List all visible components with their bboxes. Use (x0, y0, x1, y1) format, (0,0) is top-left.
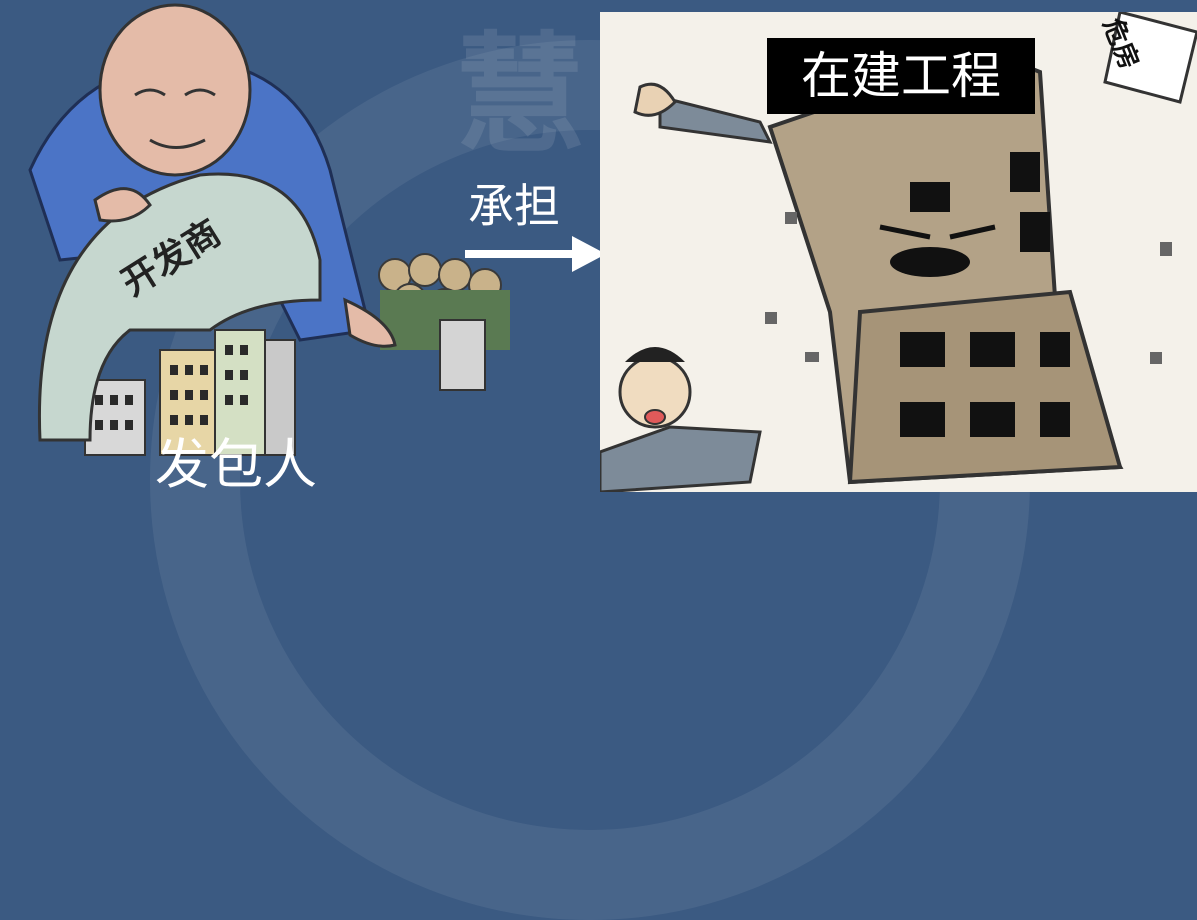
employer-label: 发包人 (155, 433, 317, 496)
construction-panel: 危房 在建工程 (600, 12, 1197, 492)
watermark-char: 慧 (455, 19, 586, 171)
collapsing-building-illustration (600, 12, 1197, 492)
construction-title: 在建工程 (801, 47, 1001, 105)
developer-illustration (28, 3, 510, 456)
arrow-right-icon (465, 250, 575, 258)
title-box: 在建工程 (767, 38, 1035, 114)
arrow-label: 承担 (468, 179, 560, 233)
